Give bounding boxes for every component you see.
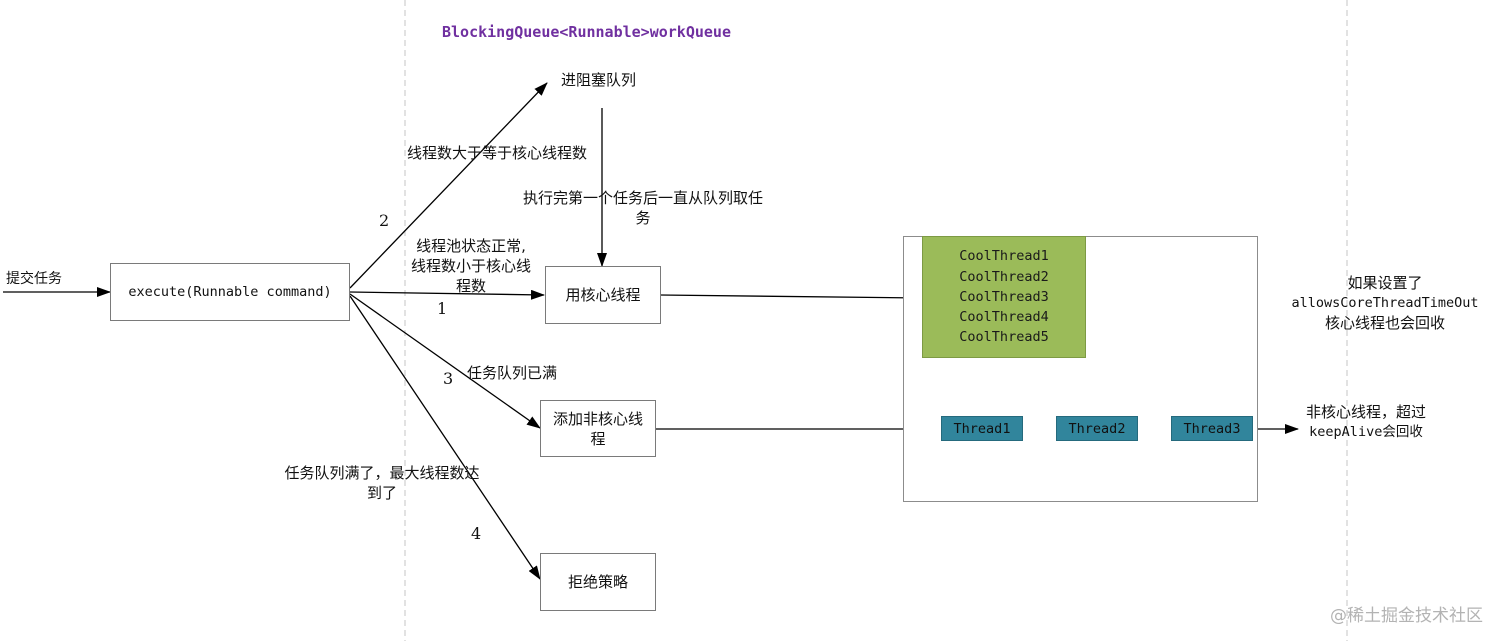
reject-box: 拒绝策略 [540,553,656,611]
edge-label-take-from-queue: 执行完第一个任务后一直从队列取任 务 [505,188,781,228]
edge-label-ge-core: 线程数大于等于核心线程数 [407,144,588,162]
core-thread-item: CoolThread2 [959,268,1049,285]
core-thread-item: CoolThread5 [959,329,1049,346]
note-core-timeout-line1: 如果设置了 [1347,274,1423,292]
edge-label-normal: 线程池状态正常, 线程数小于核心线 程数 [396,236,546,296]
note-noncore-line2: keepAlive会回收 [1309,424,1423,440]
note-core-timeout-line2: allowsCoreThreadTimeOut [1291,295,1479,311]
watermark: @稀土掘金技术社区 [1330,606,1483,626]
arrow-execute-to-noncore [349,293,541,429]
arrow-execute-to-reject [349,295,541,580]
step-number-4: 4 [471,524,482,543]
add-noncore-box: 添加非核心线 程 [540,400,656,457]
noncore-thread-2: Thread2 [1056,416,1138,441]
arrow-core-to-pool [659,292,923,303]
arrow-execute-to-queue [349,82,548,289]
core-thread-item: CoolThread4 [959,309,1049,326]
core-thread-box: 用核心线程 [545,266,661,324]
submit-task-label: 提交任务 [6,271,62,287]
edge-label-max-line2: 到了 [366,484,397,502]
step-number-1: 1 [437,299,448,318]
step-number-2: 2 [379,211,390,230]
edge-label-normal-line3: 程数 [455,277,486,295]
note-core-timeout: 如果设置了 allowsCoreThreadTimeOut 核心线程也会回收 [1278,273,1492,333]
step-number-3: 3 [443,369,454,388]
add-noncore-line2: 程 [590,429,606,448]
core-thread-item: CoolThread1 [959,248,1049,265]
add-noncore-line1: 添加非核心线 [552,409,643,428]
core-thread-item: CoolThread3 [959,288,1049,305]
edge-label-normal-line1: 线程池状态正常, [416,237,526,255]
edge-label-queue-full: 任务队列已满 [467,364,558,382]
enqueue-label: 进阻塞队列 [561,71,637,89]
note-noncore-line1: 非核心线程，超过 [1305,403,1426,421]
edge-label-normal-line2: 线程数小于核心线 [410,257,531,275]
note-core-timeout-line3: 核心线程也会回收 [1324,314,1445,332]
core-thread-group: CoolThread1 CoolThread2 CoolThread3 Cool… [922,236,1086,358]
noncore-thread-1: Thread1 [941,416,1023,441]
edge-label-take-line1: 执行完第一个任务后一直从队列取任 [522,189,763,207]
edge-label-max-reached: 任务队列满了，最大线程数达 到了 [270,463,494,503]
queue-title: BlockingQueue<Runnable>workQueue [442,23,731,41]
arrow-execute-to-core [349,289,545,300]
noncore-thread-3: Thread3 [1171,416,1253,441]
edge-label-take-line2: 务 [635,209,651,227]
note-noncore: 非核心线程，超过 keepAlive会回收 [1292,402,1440,442]
edge-label-max-line1: 任务队列满了，最大线程数达 [284,464,480,482]
execute-box: execute(Runnable command) [110,263,350,321]
